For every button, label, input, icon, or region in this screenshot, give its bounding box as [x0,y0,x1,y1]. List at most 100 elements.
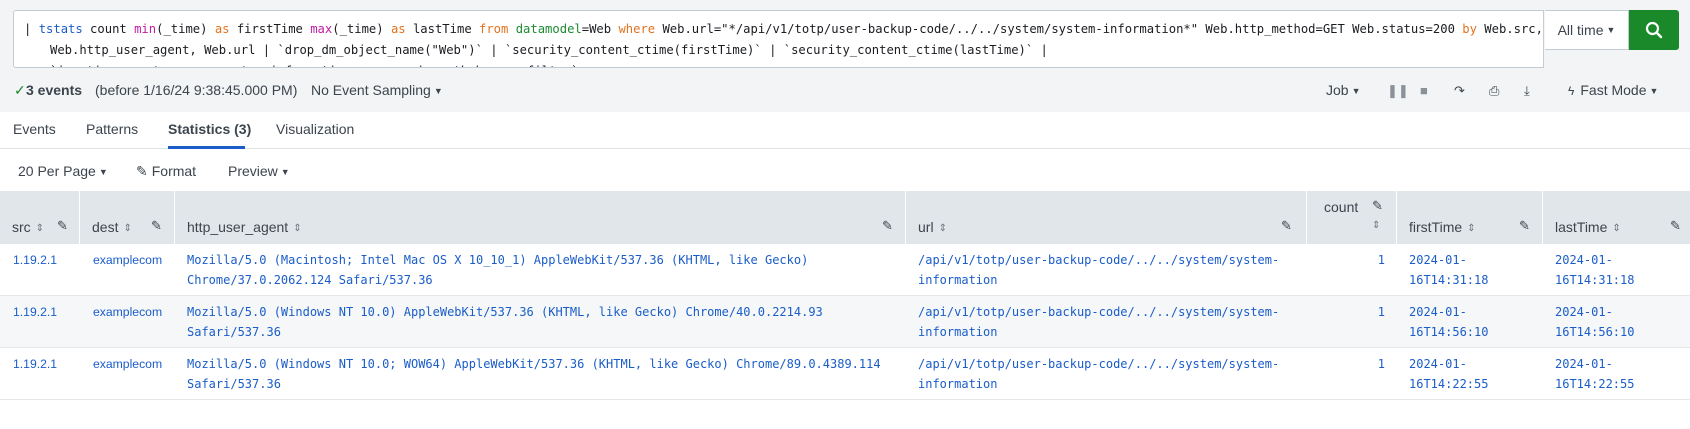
pause-icon[interactable]: ❚❚ [1387,83,1409,98]
cell-text: /api/v1/totp/user-backup-code/../../syst… [918,305,1280,319]
cell-lasttime[interactable]: 2024-01-16T14:31:18 [1555,250,1634,290]
cell-text: information [918,273,998,287]
cell-text: 1 [1377,305,1385,319]
query-token: as [390,22,406,36]
sort-icon[interactable]: ⇕ [35,223,45,234]
query-token: Web.src, Web.dest, [1484,22,1543,36]
cell-text: 16T14:56:10 [1409,325,1489,339]
cell-text: Mozilla/5.0 (Windows NT 10.0; WOW64) App… [187,357,881,371]
cell-text: examplecom [93,253,163,267]
cell-count[interactable]: 1 [1330,354,1385,374]
cell-url[interactable]: /api/v1/totp/user-backup-code/../../syst… [918,302,1279,342]
cell-text: Mozilla/5.0 (Windows NT 10.0) AppleWebKi… [187,305,823,319]
cell-count[interactable]: 1 [1330,250,1385,270]
query-token: datamodel [515,22,582,36]
table-row: 1.19.2.1 examplecom Mozilla/5.0 (Windows N… [0,296,1690,348]
search-bar-region: | tstats count min(_time) as firstTime m… [0,0,1690,70]
cell-http-user-agent[interactable]: Mozilla/5.0 (Macintosh; Intel Mac OS X 1… [187,250,808,290]
pencil-icon[interactable]: ✎ [151,218,162,233]
cell-firsttime[interactable]: 2024-01-16T14:31:18 [1409,250,1488,290]
event-sampling-dropdown[interactable]: No Event Sampling▼ [311,82,443,98]
pencil-icon[interactable]: ✎ [1372,198,1383,213]
events-before-time: (before 1/16/24 9:38:45.000 PM) [95,82,298,98]
table-row: 1.19.2.1 examplecom Mozilla/5.0 (Windows N… [0,348,1690,400]
pencil-icon[interactable]: ✎ [1519,218,1530,233]
column-label: lastTime [1555,219,1608,235]
time-range-picker[interactable]: All time▼ [1545,10,1629,50]
active-tab-indicator [168,146,245,149]
cell-url[interactable]: /api/v1/totp/user-backup-code/../../syst… [918,354,1279,394]
export-icon[interactable]: ⤓ [1524,83,1530,98]
pencil-icon[interactable]: ✎ [57,218,68,233]
pencil-icon[interactable]: ✎ [882,218,893,233]
cell-firsttime[interactable]: 2024-01-16T14:22:55 [1409,354,1488,394]
cell-http-user-agent[interactable]: Mozilla/5.0 (Windows NT 10.0) AppleWebKi… [187,302,823,342]
cell-url[interactable]: /api/v1/totp/user-backup-code/../../syst… [918,250,1279,290]
preview-dropdown[interactable]: Preview▼ [228,163,290,179]
cell-dest[interactable]: examplecom [93,250,162,270]
cell-src[interactable]: 1.19.2.1 [13,354,57,374]
cell-text: Mozilla/5.0 (Macintosh; Intel Mac OS X 1… [187,253,809,267]
column-header-lasttime[interactable]: lastTime ⇕ ✎ [1543,191,1690,244]
column-header-count[interactable]: count ✎ ⇕ [1307,191,1397,244]
search-mode-label: Fast Mode [1580,82,1647,98]
cell-text: Chrome/37.0.2062.124 Safari/537.36 [187,273,433,287]
column-header-firsttime[interactable]: firstTime ⇕ ✎ [1397,191,1543,244]
chevron-down-icon: ▼ [1606,25,1616,35]
cell-http-user-agent[interactable]: Mozilla/5.0 (Windows NT 10.0; WOW64) App… [187,354,881,394]
cell-count[interactable]: 1 [1330,302,1385,322]
stop-icon[interactable]: ■ [1420,83,1428,98]
chevron-down-icon: ▼ [280,167,290,177]
tab-events[interactable]: Events [13,121,56,137]
cell-text: 16T14:22:55 [1555,377,1635,391]
cell-dest[interactable]: examplecom [93,302,162,322]
column-header-dest[interactable]: dest⇕ ✎ [80,191,175,244]
cell-src[interactable]: 1.19.2.1 [13,302,57,322]
column-label: firstTime [1409,219,1463,235]
sort-icon[interactable]: ⇕ [938,223,947,234]
tab-statistics[interactable]: Statistics (3) [168,121,252,137]
cell-text: Safari/537.36 [187,325,281,339]
sort-icon[interactable]: ⇕ [1372,220,1381,231]
cell-lasttime[interactable]: 2024-01-16T14:56:10 [1555,302,1634,342]
search-button[interactable] [1629,10,1679,50]
pencil-icon[interactable]: ✎ [1281,218,1292,233]
chevron-down-icon: ▼ [433,86,443,96]
query-token: tstats [38,22,83,36]
job-menu[interactable]: Job▼ [1326,82,1361,98]
chevron-down-icon: ▼ [98,167,108,177]
column-header-http-user-agent[interactable]: http_user_agent⇕ ✎ [175,191,906,244]
format-button[interactable]: ✎Format [136,163,196,180]
cell-text: /api/v1/totp/user-backup-code/../../syst… [918,253,1280,267]
cell-text: Safari/537.36 [187,377,281,391]
column-header-url[interactable]: url⇕ ✎ [906,191,1307,244]
cell-text: 16T14:56:10 [1555,325,1635,339]
query-token [508,22,515,36]
query-token: | [24,22,39,36]
cell-text: 1.19.2.1 [13,357,58,371]
column-label: src [12,219,31,235]
cell-lasttime[interactable]: 2024-01-16T14:22:55 [1555,354,1634,394]
sort-icon[interactable]: ⇕ [123,223,132,234]
sort-icon[interactable]: ⇕ [293,223,302,234]
events-count: 3 events [26,82,83,98]
column-header-src[interactable]: src ⇕ ✎ [0,191,80,244]
cell-dest[interactable]: examplecom [93,354,162,374]
cell-src[interactable]: 1.19.2.1 [13,250,57,270]
sort-icon[interactable]: ⇕ [1467,223,1476,234]
search-icon [1645,21,1663,39]
tab-visualization[interactable]: Visualization [276,121,355,137]
sort-icon[interactable]: ⇕ [1612,223,1621,234]
pencil-icon[interactable]: ✎ [1670,218,1681,233]
cell-text: 2024-01- [1409,253,1467,267]
cell-firsttime[interactable]: 2024-01-16T14:56:10 [1409,302,1488,342]
per-page-dropdown[interactable]: 20 Per Page▼ [18,163,108,179]
time-range-label: All time [1557,22,1604,38]
print-icon[interactable]: ⎙ [1489,83,1500,98]
tab-patterns[interactable]: Patterns [86,121,139,137]
share-icon[interactable]: ↷ [1454,83,1465,98]
search-query-input[interactable]: | tstats count min(_time) as firstTime m… [13,10,1544,68]
query-token: by [1462,22,1477,36]
cell-text: 16T14:22:55 [1409,377,1489,391]
